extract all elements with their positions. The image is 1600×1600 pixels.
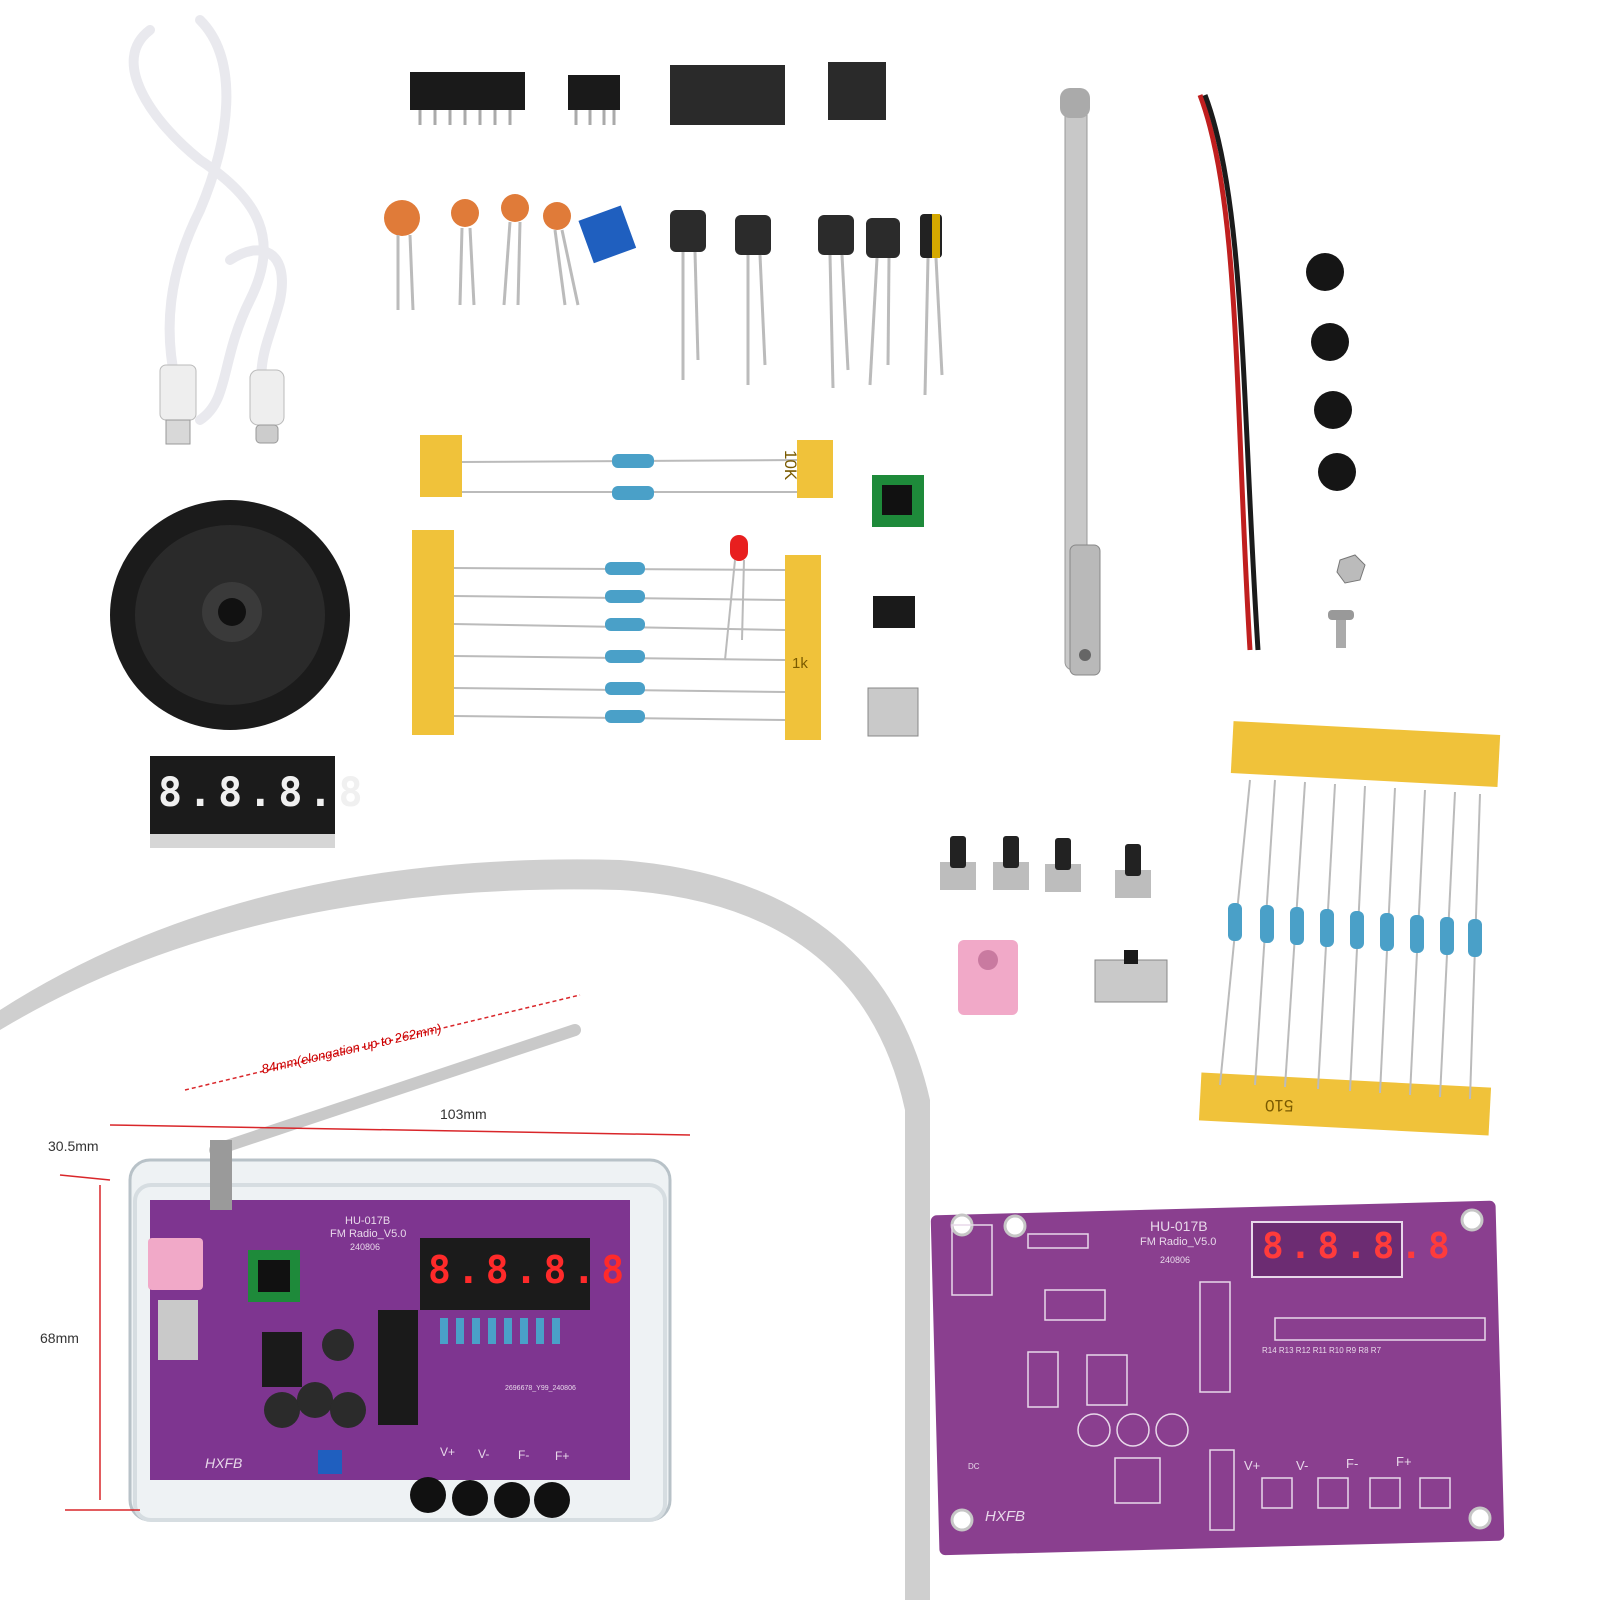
- pcb-subtitle: FM Radio_V5.0: [1140, 1236, 1217, 1248]
- label-1k: 1k: [792, 655, 808, 672]
- label-510: 510: [1265, 1096, 1294, 1115]
- height-dimension: 68mm: [40, 1330, 79, 1346]
- pcb-dc-label: DC: [968, 1462, 980, 1471]
- display-part-digits: 8.8.8.8: [158, 770, 369, 816]
- rubber-feet: [1306, 253, 1356, 491]
- assembled-board-date: 240806: [350, 1242, 381, 1252]
- assembled-board-label: HU-017B: [345, 1215, 391, 1227]
- pcb-title: HU-017B: [1150, 1218, 1208, 1234]
- led-display-part: [150, 756, 335, 834]
- pcb-btn-fplus: F+: [1396, 1454, 1412, 1469]
- pcb-brand: HXFB: [985, 1508, 1026, 1525]
- assembled-btn-vplus: V+: [440, 1445, 456, 1459]
- assembled-btn-vminus: V-: [478, 1447, 490, 1461]
- pcb-btn-fminus: F-: [1346, 1456, 1359, 1471]
- assembled-brand: HXFB: [205, 1455, 243, 1471]
- depth-dimension: 30.5mm: [48, 1138, 99, 1154]
- pcb-btn-vminus: V-: [1296, 1458, 1309, 1473]
- usb-cable: [128, 15, 287, 425]
- assembled-display: 8.8.8.8: [428, 1248, 631, 1292]
- capacitors: [384, 194, 944, 396]
- pcb-btn-vplus: V+: [1244, 1458, 1261, 1473]
- resistor-strips: [412, 435, 1501, 1136]
- assembled-radio: [59, 994, 691, 1522]
- assembled-btn-fplus: F+: [555, 1449, 570, 1463]
- ic-chips: [410, 62, 886, 125]
- width-dimension: 103mm: [440, 1106, 487, 1122]
- assembled-btn-fminus: F-: [518, 1448, 530, 1462]
- assembled-board-sub: FM Radio_V5.0: [330, 1228, 407, 1240]
- pcb-date: 240806: [1160, 1255, 1191, 1265]
- pcb-display: 8.8.8.8: [1262, 1226, 1456, 1267]
- assembled-serial: 2696678_Y99_240806: [505, 1385, 576, 1392]
- pcb-resistor-row: R14 R13 R12 R11 R10 R9 R8 R7: [1262, 1346, 1382, 1355]
- label-10k: 10K: [781, 450, 800, 481]
